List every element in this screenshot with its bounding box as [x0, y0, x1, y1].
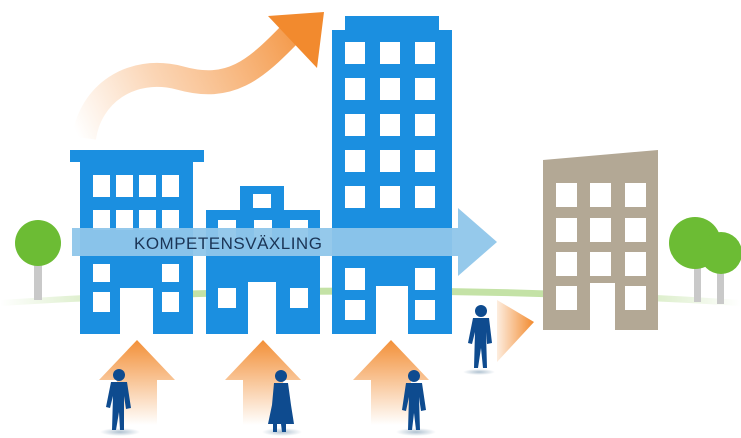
- entry-arrow-icon: [99, 340, 175, 425]
- person-icon: [463, 305, 495, 375]
- transfer-arrow-icon: KOMPETENSVÄXLING: [72, 208, 497, 276]
- person-icon: [396, 370, 436, 436]
- person-icon: [100, 369, 140, 436]
- building-icon: [206, 186, 320, 334]
- tree-icon: [669, 217, 741, 304]
- building-icon: [543, 150, 658, 330]
- banner-label: KOMPETENSVÄXLING: [134, 234, 322, 253]
- building-icon: [332, 16, 452, 334]
- entry-arrow-icon: [497, 300, 534, 362]
- person-icon: [262, 370, 302, 436]
- tree-icon: [15, 220, 61, 300]
- growth-arrow-icon: [72, 12, 324, 141]
